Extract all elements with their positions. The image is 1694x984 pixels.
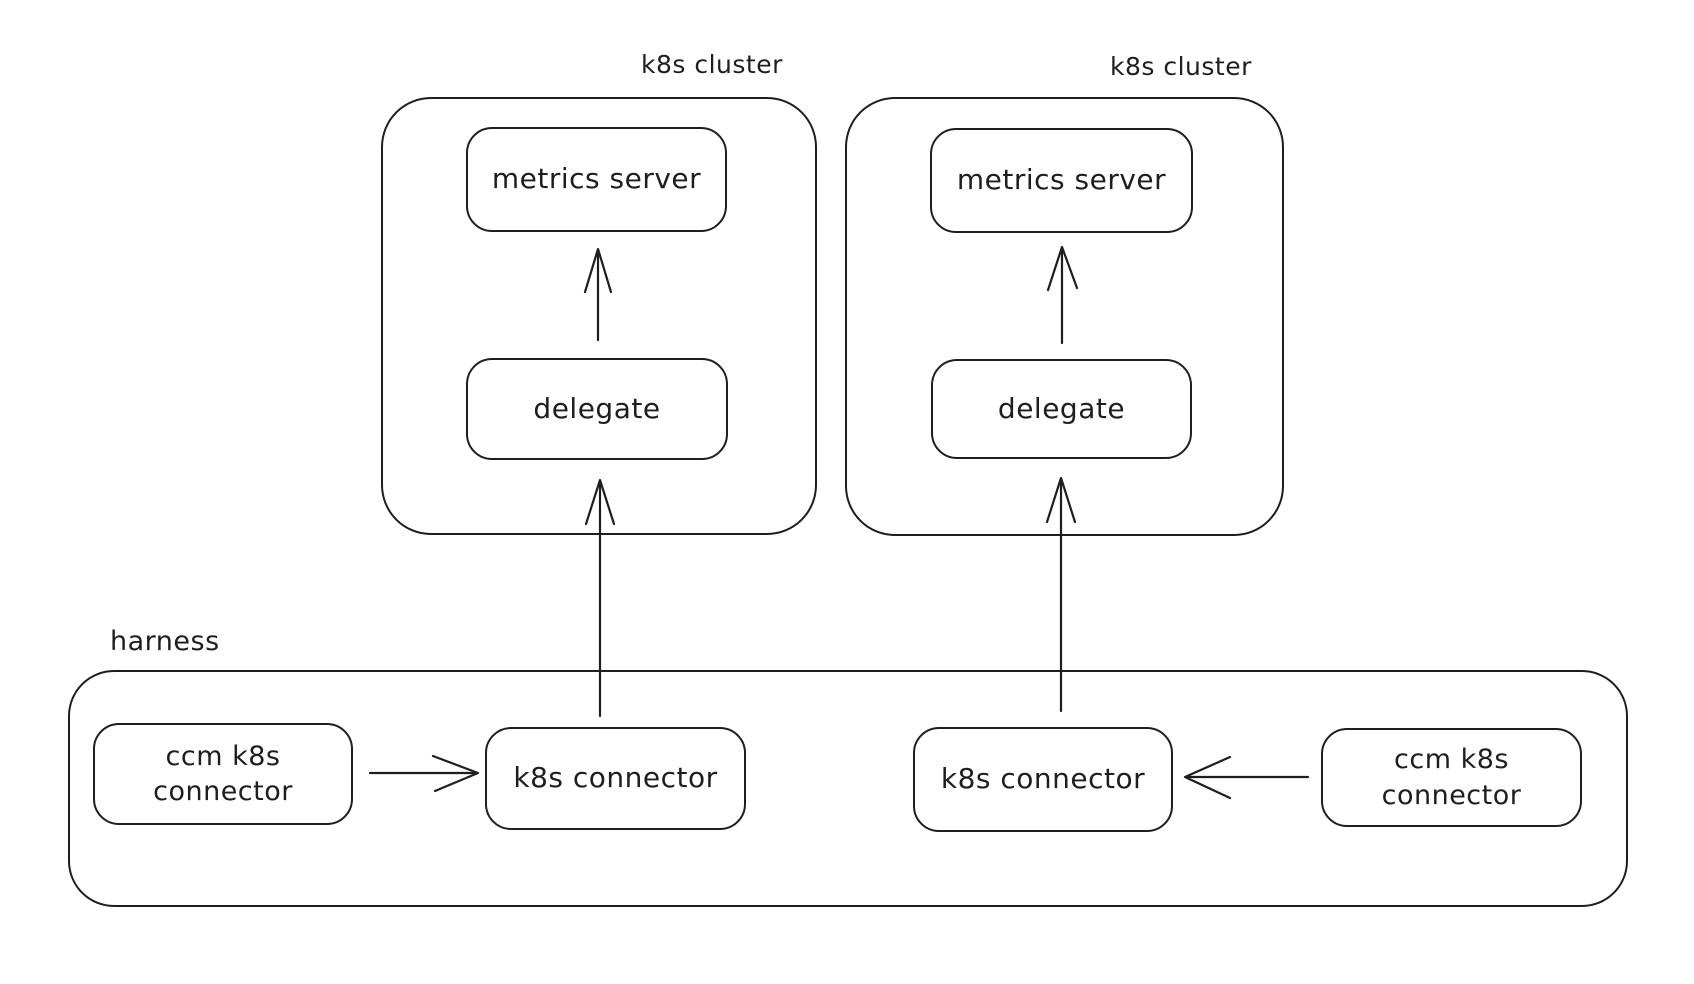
cluster-label-left: k8s cluster — [641, 50, 783, 79]
ccm-k8s-connector-node-right: ccm k8s connector — [1321, 728, 1582, 827]
cluster-frame-right — [845, 97, 1284, 536]
metrics-server-label-right: metrics server — [956, 163, 1167, 197]
ccm-connector-left-line2: connector — [153, 776, 293, 807]
harness-label: harness — [110, 626, 220, 657]
k8s-connector-node-right: k8s connector — [913, 727, 1173, 832]
delegate-node-right: delegate — [931, 359, 1192, 459]
delegate-label-left: delegate — [533, 391, 661, 425]
ccm-connector-left-line1: ccm k8s — [165, 740, 281, 772]
delegate-node-left: delegate — [466, 358, 728, 460]
k8s-connector-label-right: k8s connector — [940, 762, 1146, 796]
k8s-connector-label-left: k8s connector — [513, 761, 718, 795]
metrics-server-label-left: metrics server — [491, 162, 702, 196]
cluster-label-right: k8s cluster — [1110, 52, 1252, 81]
metrics-server-node-left: metrics server — [466, 127, 727, 232]
k8s-connector-node-left: k8s connector — [485, 727, 746, 830]
ccm-connector-right-line1: ccm k8s — [1394, 744, 1509, 776]
ccm-connector-right-line2: connector — [1381, 779, 1522, 811]
ccm-k8s-connector-node-left: ccm k8s connector — [93, 723, 353, 825]
metrics-server-node-right: metrics server — [930, 128, 1193, 233]
harness-frame — [68, 670, 1628, 907]
delegate-label-right: delegate — [997, 391, 1126, 425]
